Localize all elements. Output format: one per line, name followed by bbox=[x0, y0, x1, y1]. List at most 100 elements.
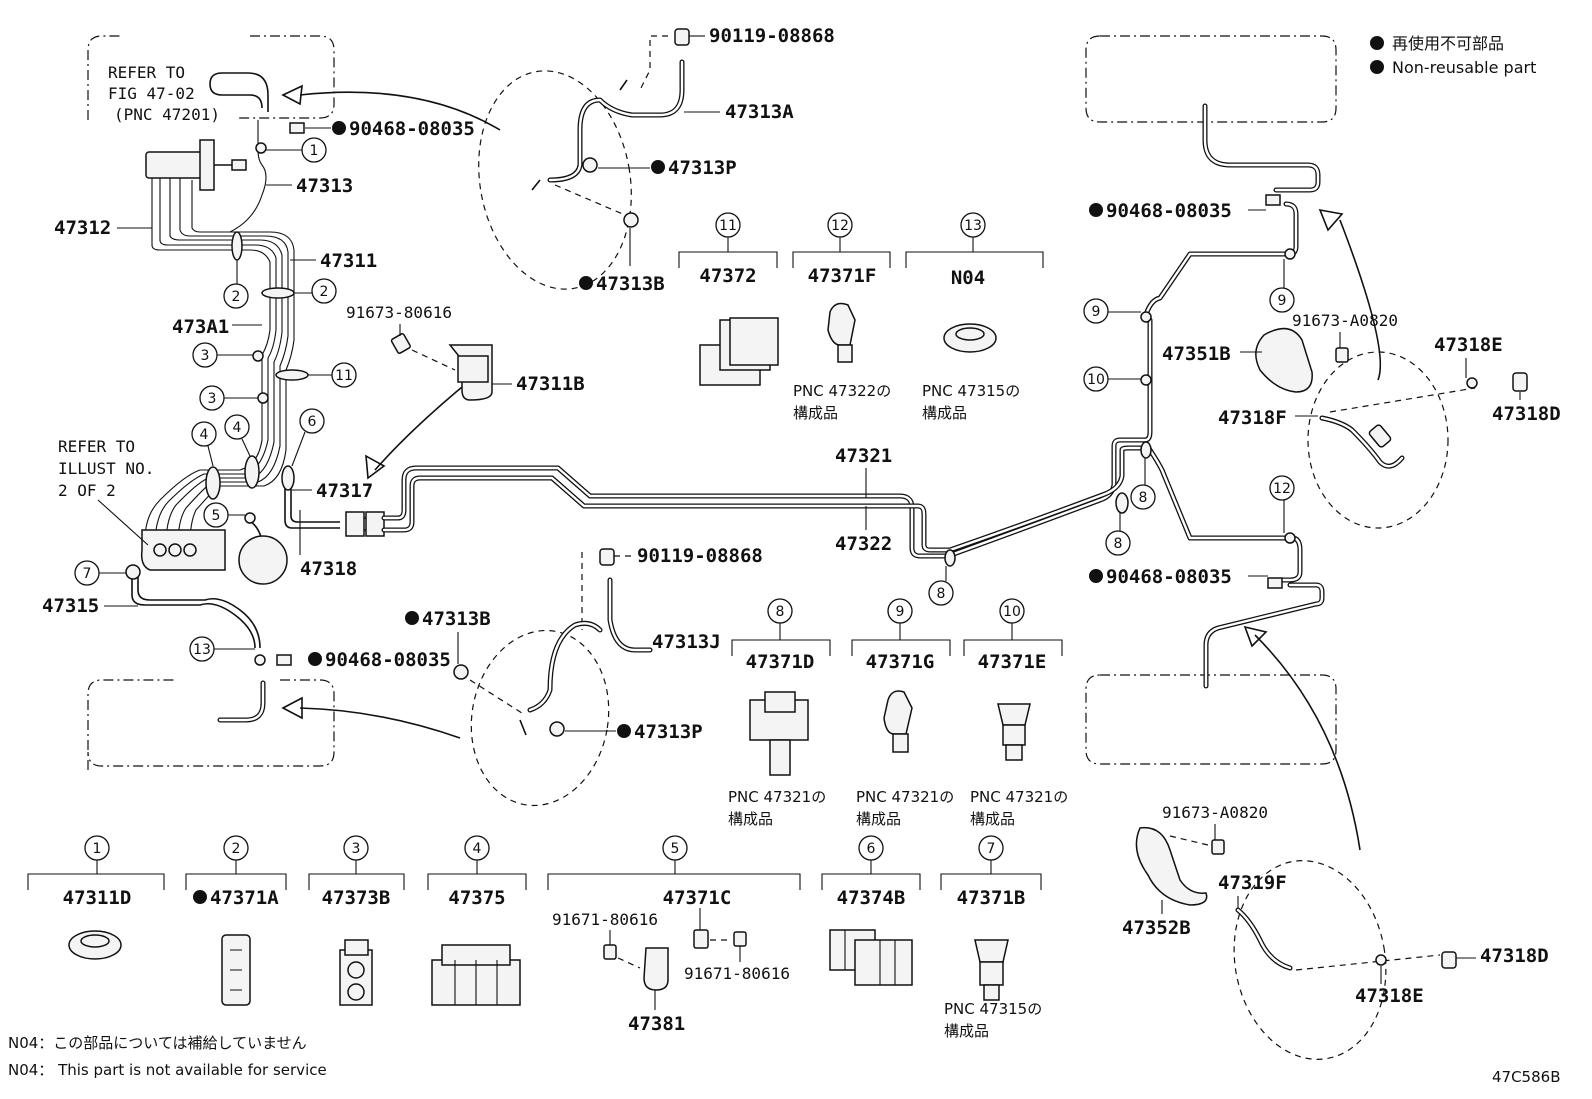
part-label: 47318 bbox=[300, 558, 357, 580]
callout-note: PNC 47321の bbox=[728, 788, 826, 806]
part-label: 47313P bbox=[634, 721, 703, 743]
svg-text:4: 4 bbox=[200, 427, 209, 443]
callout-number: 7 bbox=[987, 841, 996, 857]
callout-part: 47371C bbox=[663, 887, 732, 909]
callout-2: 2 47371A bbox=[185, 835, 287, 1006]
flow-arrows bbox=[281, 84, 1382, 851]
small-parts bbox=[390, 333, 493, 401]
figure-code: 47C586B bbox=[1492, 1068, 1560, 1086]
part-label: 47313A bbox=[725, 101, 794, 123]
callout-note: PNC 47321の bbox=[970, 788, 1068, 806]
part-label: 47311 bbox=[320, 250, 377, 272]
legend-dot-icon bbox=[1370, 36, 1384, 50]
part-label: 47313J bbox=[652, 631, 721, 653]
ref-fig-1: REFER TO bbox=[108, 63, 185, 82]
frame-bottom-left bbox=[87, 679, 335, 770]
callout-note: PNC 47322の bbox=[793, 382, 891, 400]
part-label: 47318D bbox=[1480, 945, 1549, 967]
svg-text:2: 2 bbox=[320, 284, 329, 300]
svg-text:10: 10 bbox=[1087, 372, 1105, 388]
hose-right-top bbox=[1255, 327, 1528, 469]
part-label: 91673-A0820 bbox=[1162, 803, 1268, 822]
callout-number: 1 bbox=[93, 841, 102, 857]
callout-note: 構成品 bbox=[728, 810, 773, 828]
detail-ellipse bbox=[1233, 860, 1387, 1060]
callout-11: 11 47372 bbox=[678, 212, 779, 386]
callout-1: 1 47311D bbox=[27, 835, 165, 960]
callout-12: 12 47371F PNC 47322の 構成品 bbox=[792, 212, 891, 422]
frame-bottom-right bbox=[1085, 674, 1337, 765]
part-label: 47321 bbox=[835, 445, 892, 467]
part-label: 91673-80616 bbox=[346, 303, 452, 322]
ref-illust-3: 2 OF 2 bbox=[58, 481, 116, 500]
ref-illust-1: REFER TO bbox=[58, 437, 135, 456]
svg-text:12: 12 bbox=[1273, 481, 1291, 497]
part-label: 47313P bbox=[668, 157, 737, 179]
callout-number: 13 bbox=[964, 218, 982, 234]
ref-fig-3: (PNC 47201) bbox=[114, 105, 220, 124]
callout-10: 10 47371E PNC 47321の 構成品 bbox=[963, 598, 1068, 828]
callout-part: N04 bbox=[951, 267, 985, 289]
legend-en: Non-reusable part bbox=[1392, 58, 1536, 77]
part-label: 90119-08868 bbox=[709, 25, 835, 47]
part-label: 47315 bbox=[42, 595, 99, 617]
part-label: 90119-08868 bbox=[637, 545, 763, 567]
hose-bottom bbox=[453, 548, 653, 737]
callout-part: 47371D bbox=[746, 651, 815, 673]
part-label: 47322 bbox=[835, 533, 892, 555]
svg-text:8: 8 bbox=[1139, 490, 1148, 506]
part-label: 47381 bbox=[628, 1013, 685, 1035]
callout-note: PNC 47315の bbox=[944, 1000, 1042, 1018]
note-en: N04： This part is not available for serv… bbox=[8, 1061, 327, 1079]
callout-number: 6 bbox=[867, 841, 876, 857]
callout-13: 13 N04 PNC 47315の 構成品 bbox=[905, 212, 1044, 422]
part-label: 47318F bbox=[1218, 407, 1287, 429]
callout-note: 構成品 bbox=[922, 404, 967, 422]
callout-number: 12 bbox=[831, 218, 849, 234]
part-label: 91671-80616 bbox=[684, 964, 790, 983]
callout-number: 9 bbox=[896, 604, 905, 620]
part-label: 91673-A0820 bbox=[1292, 311, 1398, 330]
part-label: 47318E bbox=[1434, 334, 1503, 356]
detail-ellipse bbox=[1307, 351, 1449, 529]
callout-number: 8 bbox=[776, 604, 785, 620]
frame-top-left bbox=[87, 35, 335, 120]
part-label: 90468-08035 bbox=[1106, 200, 1232, 222]
callout-number: 5 bbox=[671, 841, 680, 857]
svg-text:3: 3 bbox=[201, 348, 210, 364]
detail-ellipse bbox=[470, 629, 610, 807]
ref-illust-2: ILLUST NO. bbox=[58, 459, 154, 478]
part-label: 47313B bbox=[422, 608, 491, 630]
callout-note: PNC 47315の bbox=[922, 382, 1020, 400]
callout-6: 6 47374B bbox=[821, 835, 921, 986]
svg-text:8: 8 bbox=[1114, 536, 1123, 552]
part-label: 47313B bbox=[596, 273, 665, 295]
callout-number: 10 bbox=[1003, 604, 1021, 620]
ref-fig-2: FIG 47-02 bbox=[108, 84, 195, 103]
frame-top-right bbox=[1085, 35, 1337, 123]
legend-jp: 再使用不可部品 bbox=[1392, 34, 1504, 53]
part-label: 47319F bbox=[1218, 872, 1287, 894]
callout-7: 7 47371B PNC 47315の 構成品 bbox=[940, 835, 1042, 1040]
callout-note: 構成品 bbox=[944, 1022, 989, 1040]
callout-part: 47375 bbox=[448, 887, 505, 909]
labels: REFER TO FIG 47-02 (PNC 47201) REFER TO … bbox=[42, 25, 1561, 1007]
part-label: 90468-08035 bbox=[349, 118, 475, 140]
callout-9: 9 47371G PNC 47321の 構成品 bbox=[851, 598, 954, 828]
part-label: 90468-08035 bbox=[1106, 566, 1232, 588]
svg-text:11: 11 bbox=[335, 368, 353, 384]
hose-right-bottom bbox=[1135, 826, 1457, 971]
callout-note: 構成品 bbox=[793, 404, 838, 422]
svg-text:4: 4 bbox=[233, 420, 242, 436]
main-tube-bundle bbox=[125, 103, 1325, 689]
legend-dot-icon bbox=[1370, 60, 1384, 74]
part-label: 473A1 bbox=[172, 316, 229, 338]
callout-part: 47371G bbox=[866, 651, 935, 673]
svg-text:3: 3 bbox=[208, 391, 217, 407]
callout-5: 5 47371C 91671-80616 91671-80616 47381 bbox=[547, 835, 801, 1035]
part-label: 47312 bbox=[54, 217, 111, 239]
detail-ellipse bbox=[478, 70, 632, 290]
callout-note: 構成品 bbox=[970, 810, 1015, 828]
